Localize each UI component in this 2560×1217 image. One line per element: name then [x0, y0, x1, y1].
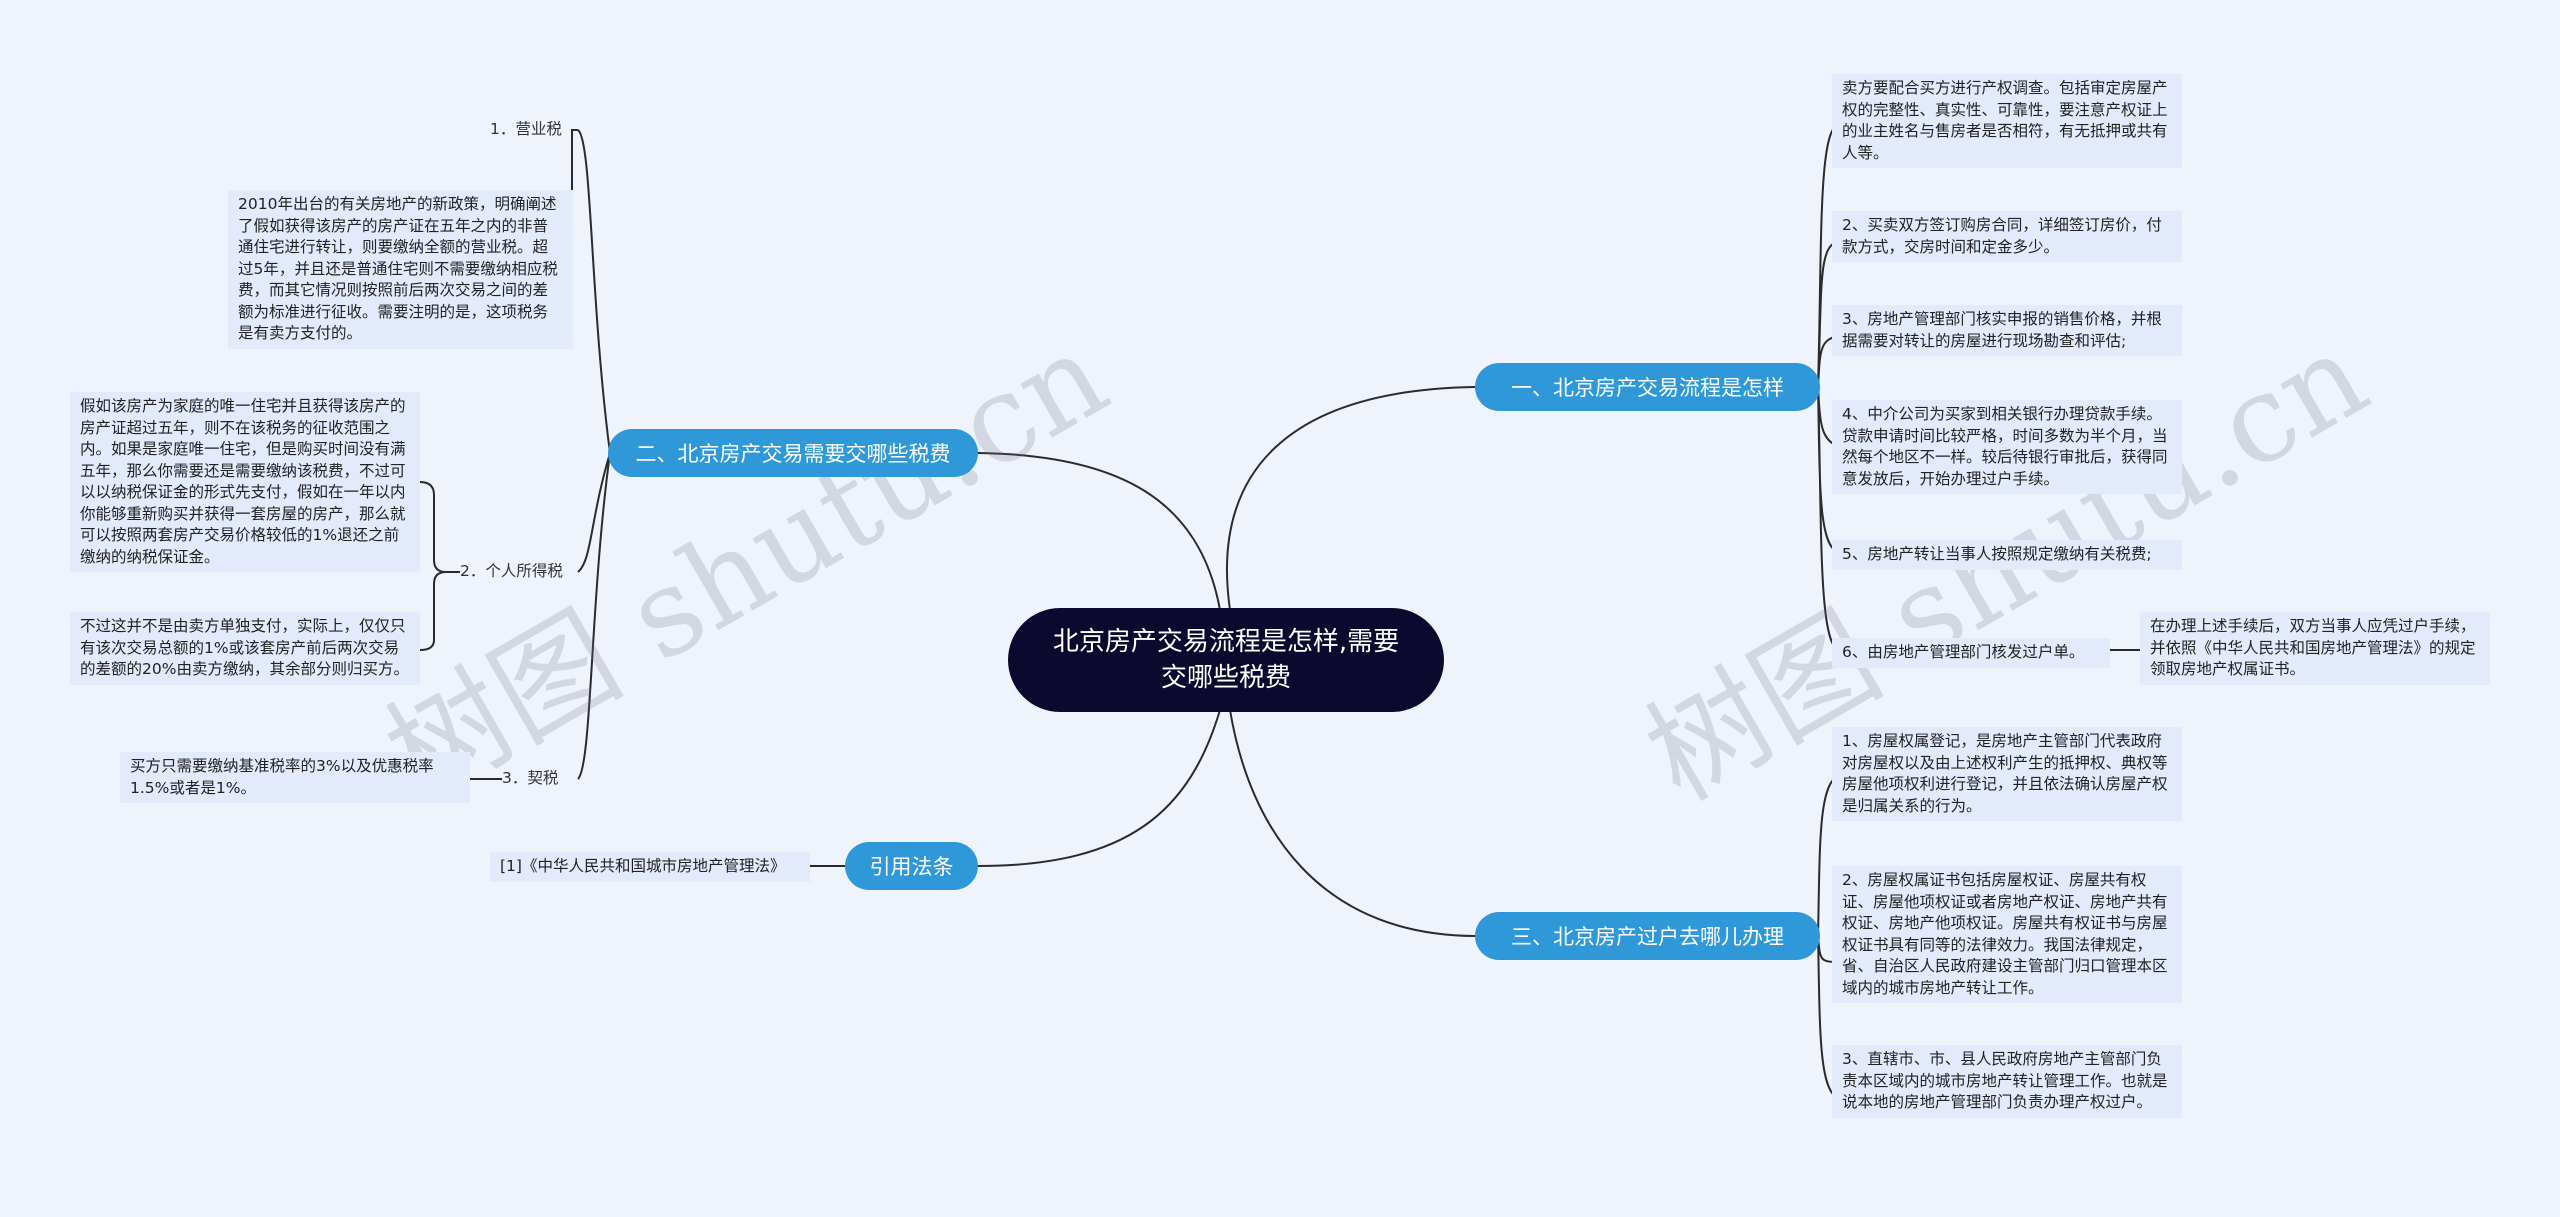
- transfer-item-2: 2、房屋权属证书包括房屋权证、房屋共有权证、房屋他项权证或者房地产权证、房地产共…: [1832, 866, 2182, 1003]
- process-step-6-detail: 在办理上述手续后，双方当事人应凭过户手续，并依照《中华人民共和国房地产管理法》的…: [2140, 612, 2490, 685]
- connector-b2-t2-bracket: [419, 481, 460, 651]
- branch-transfer-location[interactable]: 三、北京房产过户去哪儿办理: [1475, 912, 1820, 960]
- connector-root-b4: [977, 709, 1221, 867]
- branch-trade-process[interactable]: 一、北京房产交易流程是怎样: [1475, 363, 1820, 411]
- branch-label: 三、北京房产过户去哪儿办理: [1511, 925, 1784, 949]
- tax-item-deed: 3．契税: [502, 769, 559, 787]
- process-step-3: 3、房地产管理部门核实申报的销售价格，并根据需要对转让的房屋进行现场勘查和评估;: [1832, 305, 2182, 356]
- branch-label: 二、北京房产交易需要交哪些税费: [635, 442, 951, 466]
- branch-taxes[interactable]: 二、北京房产交易需要交哪些税费: [608, 429, 978, 477]
- connector-root-b1: [1226, 386, 1476, 611]
- tax-item-business: 1．营业税: [490, 120, 562, 138]
- tax-item-business-detail: 2010年出台的有关房地产的新政策，明确阐述了假如获得该房产的房产证在五年之内的…: [228, 190, 573, 349]
- process-step-5: 5、房地产转让当事人按照规定缴纳有关税费;: [1832, 540, 2182, 570]
- transfer-item-3: 3、直辖市、市、县人民政府房地产主管部门负责本区域内的城市房地产转让管理工作。也…: [1832, 1045, 2182, 1118]
- process-step-4: 4、中介公司为买家到相关银行办理贷款手续。贷款申请时间比较严格，时间多数为半个月…: [1832, 400, 2182, 494]
- connector-root-b3: [1229, 709, 1476, 937]
- transfer-item-1: 1、房屋权属登记，是房地产主管部门代表政府对房屋权以及由上述权利产生的抵押权、典…: [1832, 727, 2182, 821]
- tax-item-income: 2．个人所得税: [460, 562, 563, 580]
- tax-item-income-detail-a: 假如该房产为家庭的唯一住宅并且获得该房产的房产证超过五年，则不在该税务的征收范围…: [70, 392, 420, 572]
- branch-label: 引用法条: [869, 855, 954, 879]
- cited-law-item: [1]《中华人民共和国城市房地产管理法》: [490, 852, 810, 882]
- branch-label: 一、北京房产交易流程是怎样: [1511, 376, 1784, 400]
- connector-root-b2: [977, 452, 1221, 611]
- tax-item-income-detail-b: 不过这并不是由卖方单独支付，实际上，仅仅只有该次交易总额的1%或该套房产前后两次…: [70, 612, 420, 685]
- process-step-2: 2、买卖双方签订购房合同，详细签订房价，付款方式，交房时间和定金多少。: [1832, 211, 2182, 262]
- connector-b2-leaves: [577, 129, 611, 780]
- branch-cited-law[interactable]: 引用法条: [845, 842, 978, 890]
- tax-item-deed-detail: 买方只需要缴纳基准税率的3%以及优惠税率1.5%或者是1%。: [120, 752, 470, 803]
- root-title: 北京房产交易流程是怎样,需要交哪些税费: [1052, 627, 1400, 693]
- process-step-6: 6、由房地产管理部门核发过户单。: [1832, 638, 2110, 668]
- root-topic[interactable]: 北京房产交易流程是怎样,需要交哪些税费: [1008, 608, 1444, 712]
- connector-b1-leaves: [1817, 124, 1839, 651]
- process-step-1: 卖方要配合买方进行产权调查。包括审定房屋产权的完整性、真实性、可靠性，要注意产权…: [1832, 74, 2182, 168]
